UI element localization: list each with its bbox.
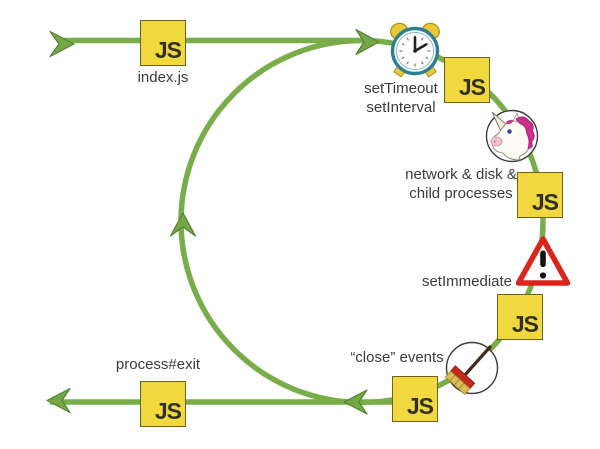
js-badge-label: JS [511,311,539,337]
label-index-js: index.js [110,69,216,88]
js-badge-poll: JS [517,172,563,218]
label-line: child processes [409,184,513,202]
exit-mid-arrow-icon [343,389,368,415]
js-badge-label: JS [458,74,486,100]
js-badge-label: JS [406,393,434,419]
loop-up-arrow-icon [169,212,197,237]
warning-triangle-icon [515,236,571,286]
alarm-clock-icon [390,22,440,78]
js-badge-close: JS [392,376,438,422]
label-network-disk: network & disk & child processes [385,166,537,203]
unicorn-icon [485,109,539,163]
js-badge-label: JS [154,37,182,63]
js-badge-immediate: JS [497,294,543,340]
label-process-exit: process#exit [95,356,221,375]
label-close-events: “close” events [330,349,464,368]
label-line: process#exit [115,356,201,373]
label-line: setTimeout [364,80,438,97]
label-line: setInterval [366,98,436,116]
label-line: network & disk & [405,166,517,183]
label-line: “close” events [350,349,444,366]
exit-end-arrow-icon [46,387,71,414]
label-line: index.js [137,69,189,86]
js-badge-exit: JS [140,381,186,427]
label-set-immediate: setImmediate [395,273,539,292]
js-badge-label: JS [154,398,182,424]
entry-start-arrow-icon [49,30,75,58]
js-badge-label: JS [531,189,559,215]
js-badge-index: JS [140,20,186,66]
label-line: setImmediate [421,273,513,290]
loop-entry-arrow-icon [355,28,380,56]
js-badge-timers: JS [444,57,490,103]
broom-icon [444,341,499,395]
label-timers: setTimeout setInterval [331,80,471,117]
